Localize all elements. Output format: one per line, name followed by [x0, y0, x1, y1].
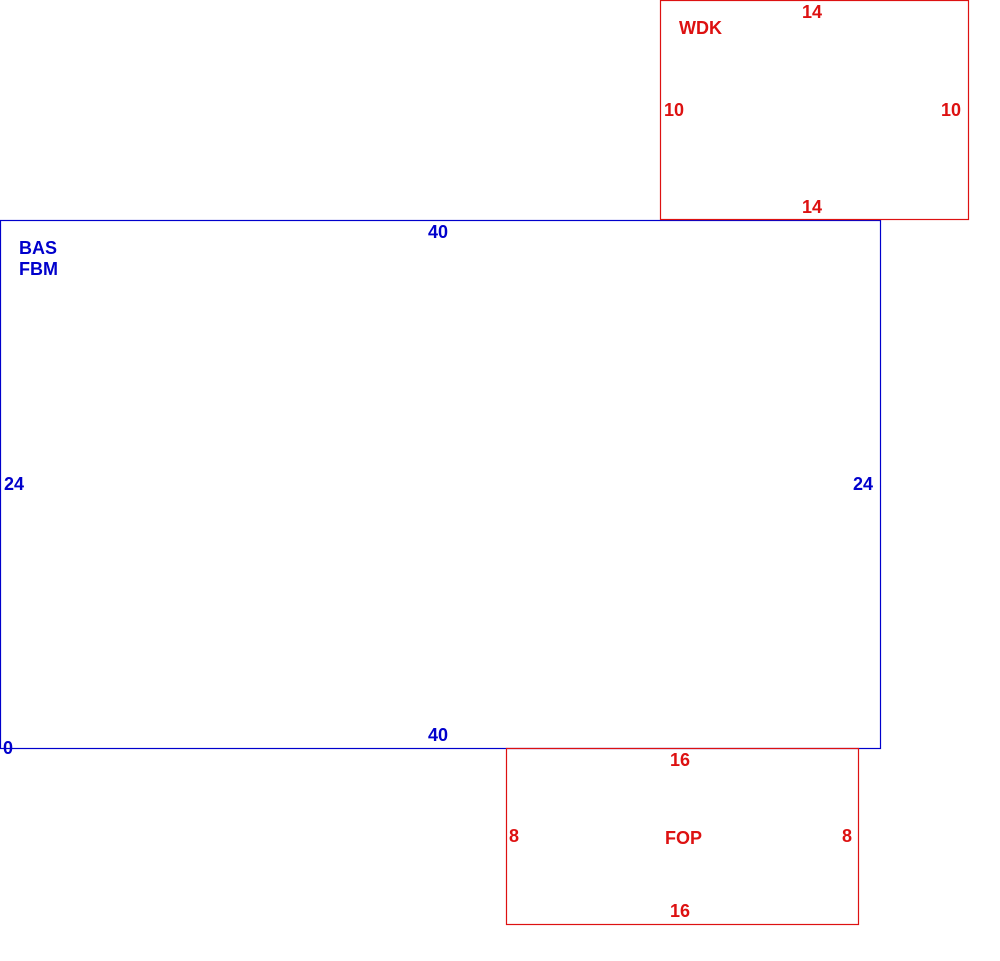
bas-right-dimension: 24: [853, 474, 874, 494]
wdk-area-outline: [659, 0, 970, 221]
bas-code-label: BAS: [19, 238, 58, 258]
bas-top-dimension: 40: [428, 222, 449, 242]
origin-marker: 0: [3, 738, 14, 758]
bas-left-dimension: 24: [4, 474, 25, 494]
fop-bottom-dimension: 16: [670, 901, 691, 921]
wdk-bottom-dimension: 14: [802, 197, 823, 217]
wdk-top-dimension: 14: [802, 2, 823, 22]
wdk-left-dimension: 10: [664, 100, 685, 120]
bas-area-outline: [0, 219, 882, 750]
wdk-code-label: WDK: [679, 18, 722, 38]
fop-code-label: FOP: [665, 828, 703, 848]
fop-top-dimension: 16: [670, 750, 691, 770]
bas-bottom-dimension: 40: [428, 725, 449, 745]
fop-area-outline: [505, 747, 860, 926]
fop-left-dimension: 8: [509, 826, 520, 846]
fbm-code-label: FBM: [19, 259, 58, 279]
wdk-right-dimension: 10: [941, 100, 962, 120]
fop-right-dimension: 8: [842, 826, 853, 846]
